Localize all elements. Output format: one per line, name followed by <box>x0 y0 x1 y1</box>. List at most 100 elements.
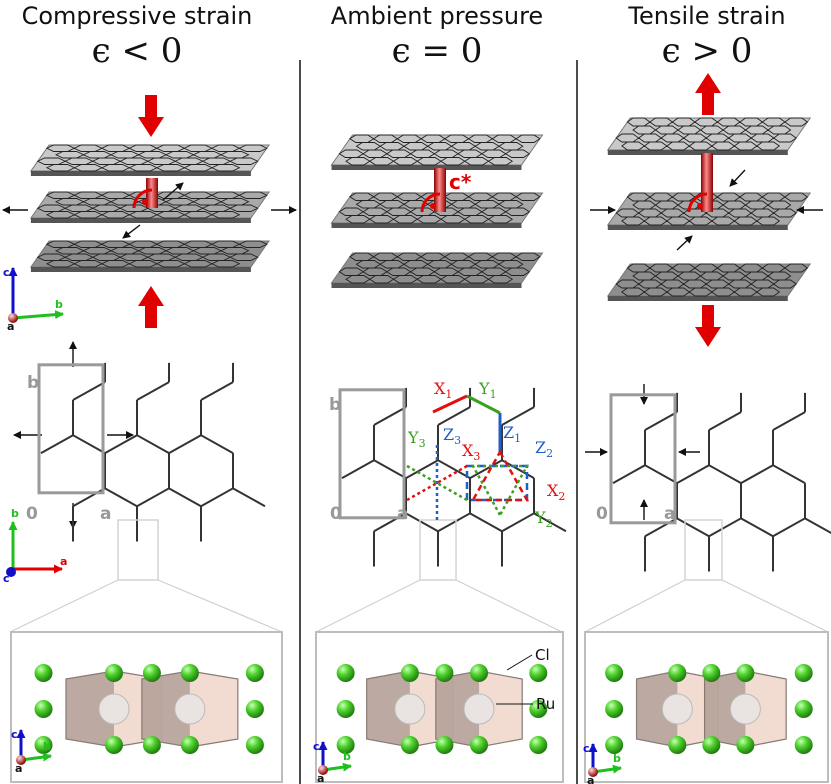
cell-label-0-right: 0 <box>596 504 608 524</box>
axis-triad-lattice-b-label: b <box>11 507 19 520</box>
layer-ambient-top-hexagons <box>338 134 541 166</box>
lattice-tensile <box>609 392 831 572</box>
axis-triad-inset-ambient-c-label: c <box>313 740 320 753</box>
inset-compressive-cl-2 <box>104 664 123 682</box>
bond-y2 <box>470 464 530 518</box>
epsilon-ambient: ϵ = 0 <box>392 31 483 71</box>
inset-compressive-cl-3 <box>104 736 123 754</box>
red-arrow-tensile-bottom <box>695 305 721 347</box>
layer-compressive-top-hexagons <box>36 144 268 172</box>
axis-triad-inset-tensile-a-label: a <box>587 774 594 784</box>
inset-compressive-cl-8 <box>245 664 264 682</box>
lattice-ambient-bonds <box>341 387 567 567</box>
axis-triad-inset-compressive-a-label: a <box>15 762 22 775</box>
inset-ambient-cl-1 <box>336 736 355 754</box>
axis-triad-inset-ambient-a-axis <box>318 765 328 775</box>
svg-text:Z1: Z1 <box>503 423 521 445</box>
inset-compressive-cl-0 <box>34 664 53 682</box>
axis-triad-lattice-c-label: c <box>3 572 10 585</box>
zoom-tensile-lines <box>584 579 829 633</box>
inset-tensile-cl-11 <box>794 700 813 718</box>
inset-ambient-cl-9 <box>529 736 548 754</box>
axis-triad-top: cba <box>3 266 64 333</box>
cell-label-a-left: a <box>100 504 111 524</box>
axis-triad-inset-compressive-b-axis <box>20 752 52 762</box>
zoom-tensile <box>584 519 829 633</box>
axis-triad-top-b-axis <box>12 310 64 320</box>
inset-compressive-cl-6 <box>180 664 199 682</box>
inset-ambient-ru-1 <box>394 693 426 725</box>
svg-text:X3: X3 <box>462 441 480 463</box>
rod-tensile <box>687 153 713 213</box>
svg-text:X2: X2 <box>547 481 565 503</box>
cell-label-b-left: b <box>27 373 39 393</box>
bond-label-x3: X3 <box>462 441 480 463</box>
bond-label-y2: Y2 <box>534 508 553 530</box>
inset-compressive-cl-10 <box>34 700 53 718</box>
arrow-compress-inplane-1 <box>162 182 184 201</box>
atom-leader-cl <box>506 654 533 671</box>
cell-label-b-mid: b <box>329 395 341 415</box>
inset-tensile-cl-9 <box>794 736 813 754</box>
inset-compressive-cl-5 <box>142 736 161 754</box>
layer-ambient-bottom <box>330 252 544 288</box>
axis-triad-top-b-label: b <box>55 298 63 311</box>
zoom-compressive-lines <box>9 579 283 633</box>
layer-compressive-mid-edge <box>30 218 251 223</box>
layer-ambient-bottom-hexagons <box>338 252 541 284</box>
red-arrow-tensile-top <box>695 73 721 115</box>
axis-triad-lattice-a-label: a <box>60 555 67 568</box>
bond-label-z2: Z2 <box>535 438 553 460</box>
panel-title-ambient: Ambient pressure <box>331 2 543 30</box>
rod-compressive-cylinder <box>146 178 158 208</box>
inset-ambient-cl-10 <box>336 700 355 718</box>
axis-triad-inset-compressive-a-axis <box>16 755 26 765</box>
zoom-ambient-lines <box>315 579 563 633</box>
layer-compressive-bottom-edge <box>30 267 251 272</box>
inset-tensile-cl-4 <box>702 664 721 682</box>
inset-tensile-ru-1 <box>661 693 693 725</box>
inset-ambient-cl-6 <box>470 664 489 682</box>
c-star-label: c* <box>449 170 472 194</box>
arrow-tensile-inplane-2 <box>676 235 693 251</box>
atom-label-cl: Cl <box>535 646 550 664</box>
layer-ambient-top-edge <box>331 165 522 170</box>
svg-text:Z2: Z2 <box>535 438 553 460</box>
bond-label-z1: Z1 <box>503 423 521 445</box>
inset-ambient-ru-2 <box>463 693 495 725</box>
red-arrow-compress-top <box>138 95 164 137</box>
lattice-tensile-bonds <box>612 392 831 572</box>
layer-tensile-top <box>606 117 812 155</box>
axis-triad-inset-tensile-b-label: b <box>613 752 621 765</box>
rod-compressive <box>132 178 158 209</box>
layer-ambient-mid-edge <box>331 223 522 228</box>
axis-triad-inset-compressive-c-label: c <box>11 728 18 741</box>
axis-triad-inset-tensile-c-label: c <box>583 742 590 755</box>
inset-tensile-cl-6 <box>736 664 755 682</box>
arrow-tensile-inplane-1 <box>729 169 746 187</box>
inset-compressive-cl-1 <box>34 736 53 754</box>
inset-ambient-cl-11 <box>529 700 548 718</box>
layer-ambient-bottom-edge <box>331 283 522 288</box>
inset-tensile-ru-2 <box>729 693 761 725</box>
axis-triad-inset-ambient: cba <box>313 740 352 784</box>
inset-ambient-cl-5 <box>435 736 454 754</box>
inset-compressive-cl-7 <box>180 736 199 754</box>
bond-x2 <box>470 449 530 502</box>
bond-label-y1: Y1 <box>478 379 497 401</box>
layer-compressive-bottom-hexagons <box>36 240 268 268</box>
inset-ambient-cl-2 <box>400 664 419 682</box>
honeycomb-layers <box>29 117 812 301</box>
panel-title-compressive: Compressive strain <box>22 2 253 30</box>
inset-tensile-shade-1 <box>636 671 678 747</box>
inset-tensile <box>584 631 829 783</box>
bond-x1 <box>432 394 468 414</box>
atom-label-ru: Ru <box>536 695 555 713</box>
inset-tensile-cl-3 <box>668 736 687 754</box>
zoom-compressive <box>9 519 283 633</box>
cell-label-a-mid: a <box>397 504 408 524</box>
layer-tensile-bottom <box>606 263 812 301</box>
inset-compressive-ru-2 <box>174 693 206 725</box>
